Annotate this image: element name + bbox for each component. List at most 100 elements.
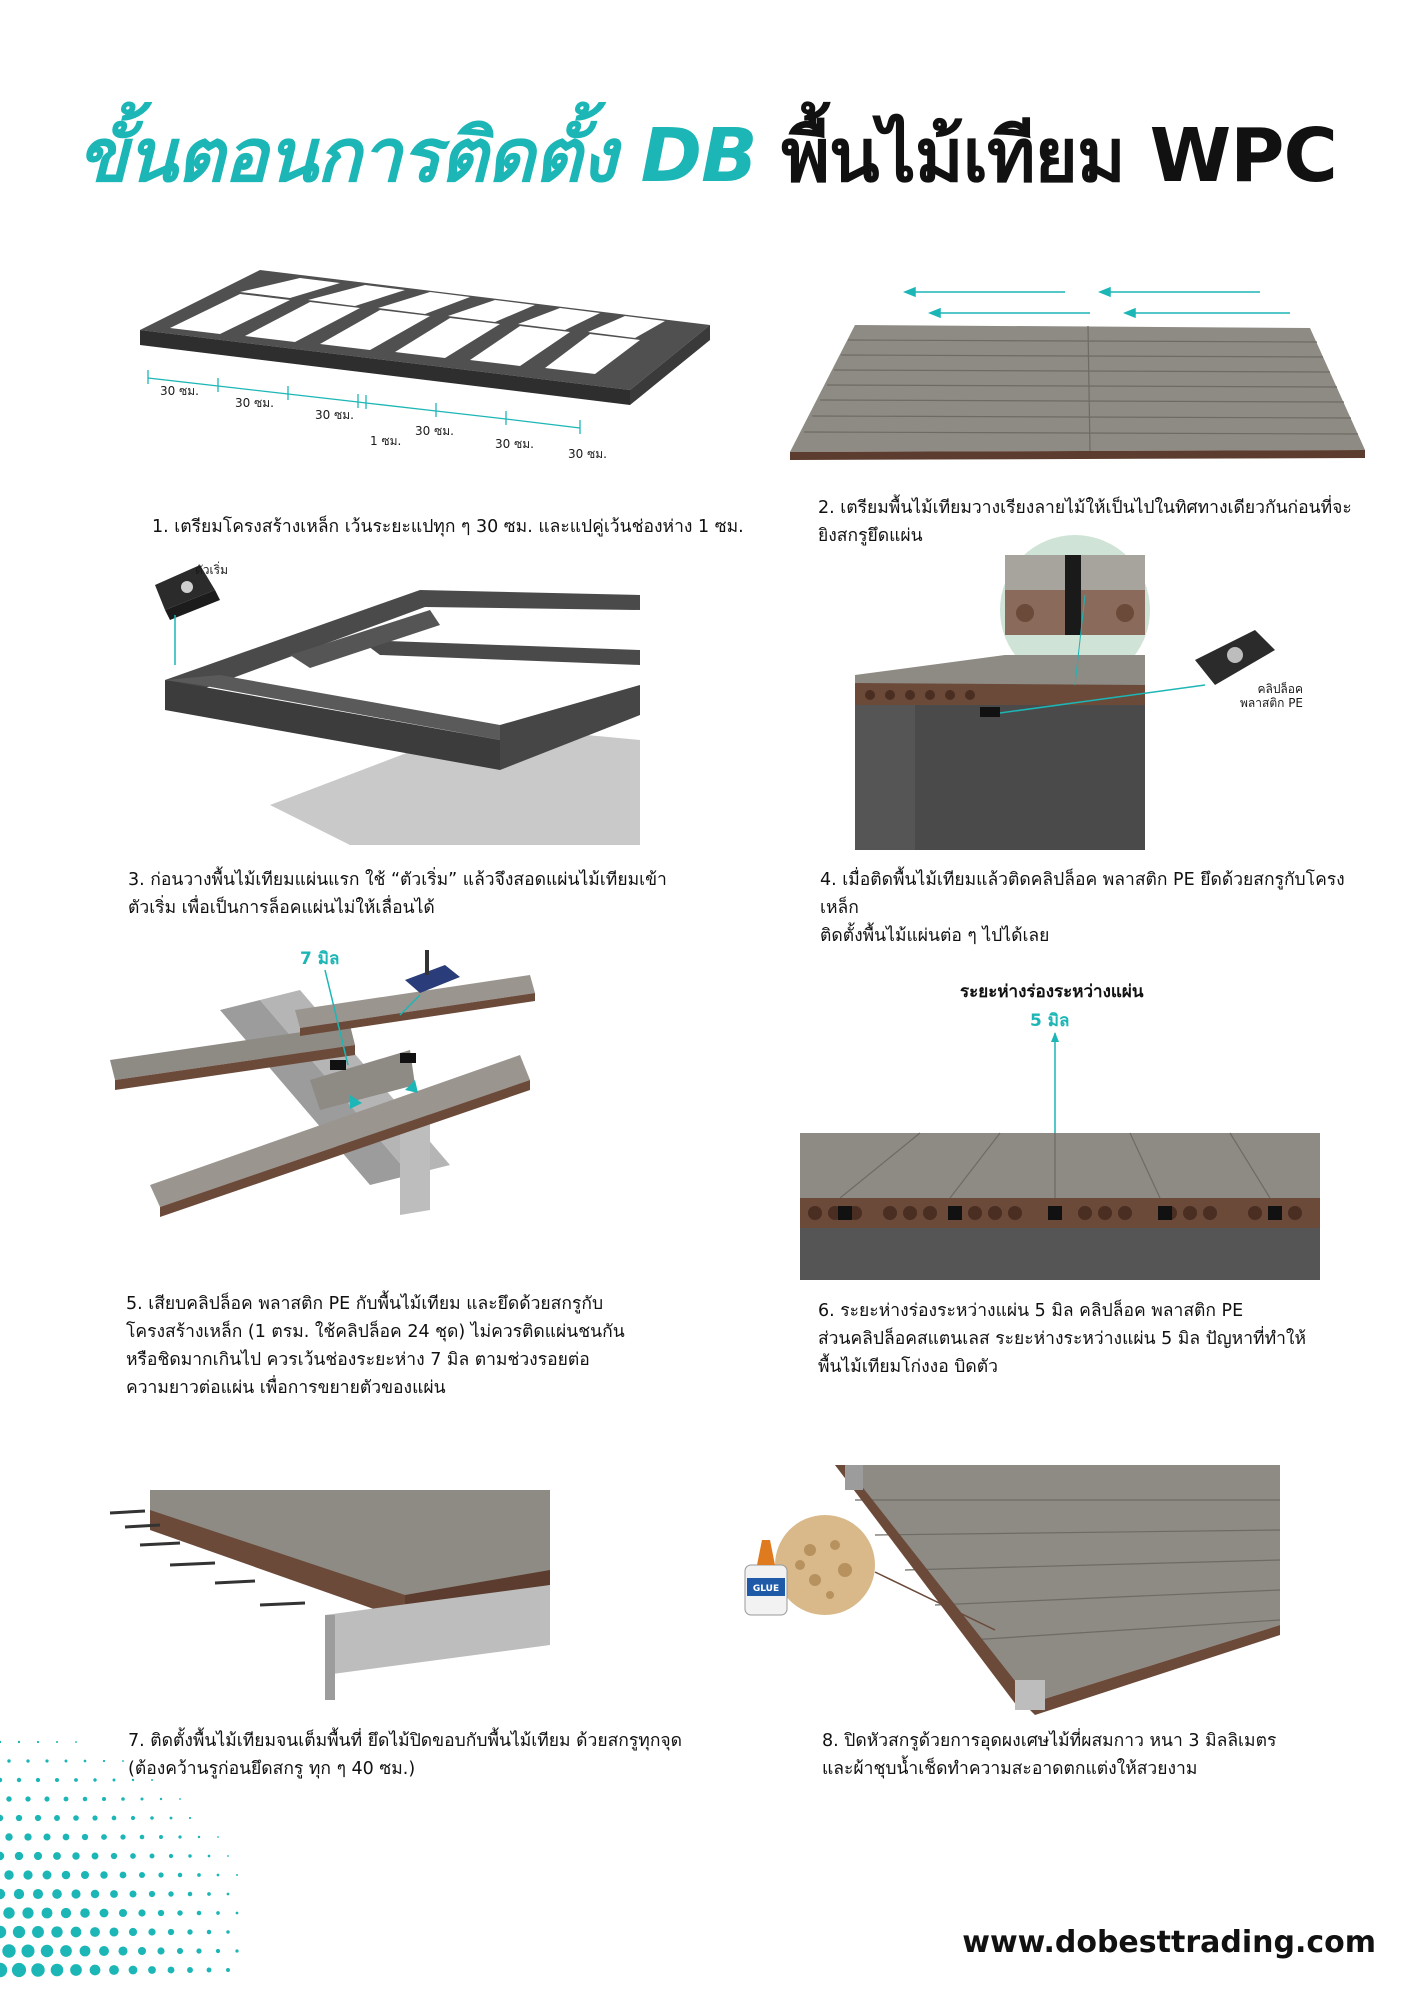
caption-line: (ต้องคว้านรูก่อนยึดสกรู ทุก ๆ 40 ซม.) xyxy=(128,1759,416,1779)
dim-label: 30 ซม. xyxy=(315,408,354,422)
title-part-1: ขั้นตอนการติดตั้ง DB xyxy=(77,113,757,199)
caption-line: โครงสร้างเหล็ก (1 ตรม. ใช้คลิปล็อค 24 ชุ… xyxy=(126,1322,625,1342)
halftone-dot xyxy=(130,1853,136,1859)
halftone-dot xyxy=(91,1852,99,1860)
title-part-2: พื้นไม้เทียม WPC xyxy=(781,113,1338,199)
halftone-dot xyxy=(2,1944,16,1958)
halftone-dot xyxy=(121,1797,125,1801)
caption-line: 3. ก่อนวางพื้นไม้เทียมแผ่นแรก ใช้ “ตัวเร… xyxy=(128,870,667,890)
halftone-dot xyxy=(138,1909,146,1917)
halftone-dot xyxy=(64,1759,68,1763)
step6-figure xyxy=(800,1028,1320,1283)
halftone-dot xyxy=(35,1777,41,1783)
halftone-dot xyxy=(159,1797,163,1801)
halftone-dot xyxy=(50,1963,64,1977)
halftone-dot xyxy=(138,1871,146,1879)
halftone-dot xyxy=(53,1852,61,1860)
dim-label: 1 ซม. xyxy=(370,434,402,448)
halftone-dot xyxy=(187,1929,193,1935)
halftone-dot xyxy=(0,1777,3,1783)
glue-label: GLUE xyxy=(753,1584,779,1594)
halftone-dot xyxy=(196,1910,202,1916)
halftone-dot xyxy=(13,1888,25,1900)
halftone-dot xyxy=(54,1815,60,1821)
step7-figure xyxy=(105,1485,555,1710)
halftone-dot xyxy=(90,1889,100,1899)
halftone-dot xyxy=(17,1740,21,1744)
halftone-dot xyxy=(31,1963,45,1977)
caption-line: ความยาวต่อแผ่น เพื่อการขยายตัวของแผ่น xyxy=(126,1378,446,1398)
halftone-dot xyxy=(187,1891,193,1897)
halftone-dot xyxy=(119,1871,127,1879)
caption-line: ยิงสกรูยึดแผ่น xyxy=(818,526,923,546)
halftone-dot xyxy=(226,1892,230,1896)
halftone-dot xyxy=(118,1946,128,1956)
halftone-dot xyxy=(102,1759,106,1763)
halftone-dot xyxy=(6,1796,12,1802)
step8-caption: 8. ปิดหัวสกรูด้วยการอุดผงเศษไม้ที่ผสมกาว… xyxy=(822,1727,1382,1783)
halftone-dot xyxy=(169,1816,173,1820)
halftone-dot xyxy=(61,1870,71,1880)
caption-line: 6. ระยะห่างร่องระหว่างแผ่น 5 มิล คลิปล็อ… xyxy=(818,1301,1244,1321)
caption-line: พื้นไม้เทียมโก่งงอ บิดตัว xyxy=(818,1357,998,1377)
halftone-dot xyxy=(100,1871,108,1879)
caption-line: ส่วนคลิปล็อคสแตนเลส ระยะห่างระหว่างแผ่น … xyxy=(818,1329,1307,1349)
step6-caption: 6. ระยะห่างร่องระหว่างแผ่น 5 มิล คลิปล็อ… xyxy=(818,1297,1378,1381)
halftone-dot xyxy=(21,1944,35,1958)
edge-trim-screw-illustration xyxy=(109,1490,550,1700)
halftone-dot xyxy=(167,1966,175,1974)
caption-line: 8. ปิดหัวสกรูด้วยการอุดผงเศษไม้ที่ผสมกาว… xyxy=(822,1731,1277,1751)
halftone-dot xyxy=(92,1815,98,1821)
deck-boards-layout-illustration xyxy=(790,286,1365,460)
step7-caption: 7. ติดตั้งพื้นไม้เทียมจนเต็มพื้นที่ ยึดไ… xyxy=(128,1727,708,1783)
halftone-dot xyxy=(187,1967,193,1973)
halftone-dot xyxy=(22,1907,34,1919)
halftone-dot xyxy=(158,1872,164,1878)
halftone-dot xyxy=(75,1741,77,1743)
halftone-dot xyxy=(82,1796,88,1802)
halftone-dot xyxy=(32,1888,44,1900)
halftone-dot xyxy=(197,1835,201,1839)
halftone-dot xyxy=(110,1852,118,1860)
halftone-dot xyxy=(40,1944,54,1958)
board-joint-gap-illustration xyxy=(110,950,535,1217)
step3-caption: 3. ก่อนวางพื้นไม้เทียมแผ่นแรก ใช้ “ตัวเร… xyxy=(128,866,668,922)
halftone-dot xyxy=(3,1907,15,1919)
caption-line: หรือชิดมากเกินไป ควรเว้นช่องระยะห่าง 7 ม… xyxy=(126,1350,590,1370)
halftone-dot xyxy=(60,1945,72,1957)
halftone-dot xyxy=(26,1759,30,1763)
halftone-dot xyxy=(206,1967,212,1973)
step6-label-block: ระยะห่างร่องระหว่างแผ่น 5 มิล xyxy=(800,975,1320,1035)
step5-caption: 5. เสียบคลิปล็อค พลาสติก PE กับพื้นไม้เท… xyxy=(126,1290,646,1402)
halftone-dot xyxy=(111,1815,117,1821)
halftone-dot xyxy=(206,1929,212,1935)
halftone-dot xyxy=(109,1927,119,1937)
halftone-dot xyxy=(7,1759,11,1763)
halftone-dot xyxy=(148,1966,156,1974)
halftone-dot xyxy=(33,1851,43,1861)
website-url: www.dobesttrading.com xyxy=(962,1925,1376,1960)
halftone-dot xyxy=(15,1814,23,1822)
label-line: พลาสติก PE xyxy=(1240,696,1304,710)
pe-clip-label: คลิปล็อค พลาสติก PE xyxy=(1240,682,1303,710)
groove-gap-illustration xyxy=(800,1032,1320,1280)
halftone-dot xyxy=(148,1890,156,1898)
halftone-dot xyxy=(83,1759,87,1763)
halftone-dot xyxy=(216,1911,220,1915)
halftone-dot xyxy=(139,1834,145,1840)
screw-cover-sawdust-illustration: GLUE xyxy=(744,1465,1281,1715)
halftone-dot xyxy=(207,1854,211,1858)
caption-line: 4. เมื่อติดพื้นไม้เทียมแล้วติดคลิปล็อค พ… xyxy=(820,870,1345,918)
halftone-dot xyxy=(177,1910,183,1916)
halftone-dot xyxy=(130,1815,136,1821)
label-line: คลิปล็อค xyxy=(1257,682,1304,696)
halftone-dot xyxy=(159,1835,163,1839)
halftone-dot xyxy=(34,1814,42,1822)
halftone-dot xyxy=(60,1907,72,1919)
halftone-dot xyxy=(197,1873,201,1877)
halftone-dot xyxy=(120,1834,126,1840)
halftone-dot xyxy=(207,1892,211,1896)
halftone-dot xyxy=(14,1851,24,1861)
halftone-dot xyxy=(71,1889,81,1899)
halftone-dot xyxy=(99,1908,109,1918)
